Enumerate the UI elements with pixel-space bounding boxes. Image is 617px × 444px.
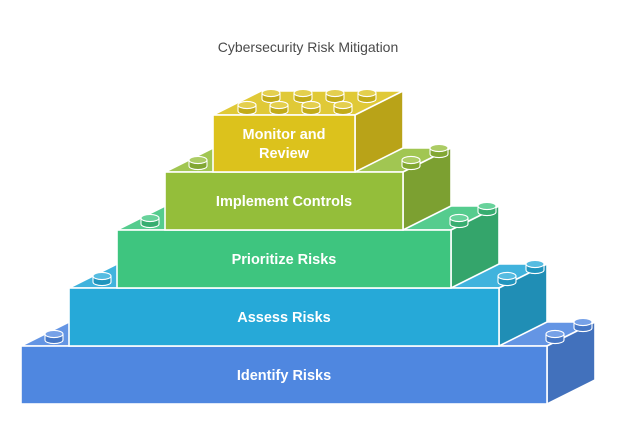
block-stud-right-front [497, 271, 517, 287]
block-stud-left [92, 271, 112, 287]
block-stud-right-back [525, 259, 545, 275]
block-label: Review [259, 146, 310, 162]
block-label: Prioritize Risks [232, 252, 337, 268]
block-stud-right-back [429, 143, 449, 159]
block-stud-left [140, 213, 160, 229]
block-front-face [212, 114, 356, 173]
block-front-face [20, 345, 548, 405]
block-stud-right-front [449, 213, 469, 229]
block-stud-top [325, 88, 345, 104]
block-stud-left [44, 329, 64, 345]
pyramid-level-4: Implement Controls [164, 143, 452, 231]
block-front-face [68, 287, 500, 347]
block-label: Assess Risks [237, 310, 331, 326]
block-stud-top [357, 88, 377, 104]
block-front-face [116, 229, 452, 289]
block-front-face [164, 171, 404, 231]
block-stud-top [293, 88, 313, 104]
block-stud-top [301, 100, 321, 116]
block-label: Implement Controls [216, 194, 352, 210]
block-stud-right-front [545, 329, 565, 345]
diagram-title: Cybersecurity Risk Mitigation [218, 39, 399, 55]
block-stud-right-back [477, 201, 497, 217]
pyramid-blocks: Identify Risks Assess Risks Prioritize Ris… [20, 88, 596, 405]
block-stud-top [333, 100, 353, 116]
block-stud-top [237, 100, 257, 116]
block-stud-top [261, 88, 281, 104]
block-stud-right-back [573, 317, 593, 333]
block-label: Monitor and [243, 127, 326, 143]
block-label: Identify Risks [237, 368, 331, 384]
block-stud-left [188, 155, 208, 171]
block-stud-top [269, 100, 289, 116]
block-stud-right-front [401, 155, 421, 171]
